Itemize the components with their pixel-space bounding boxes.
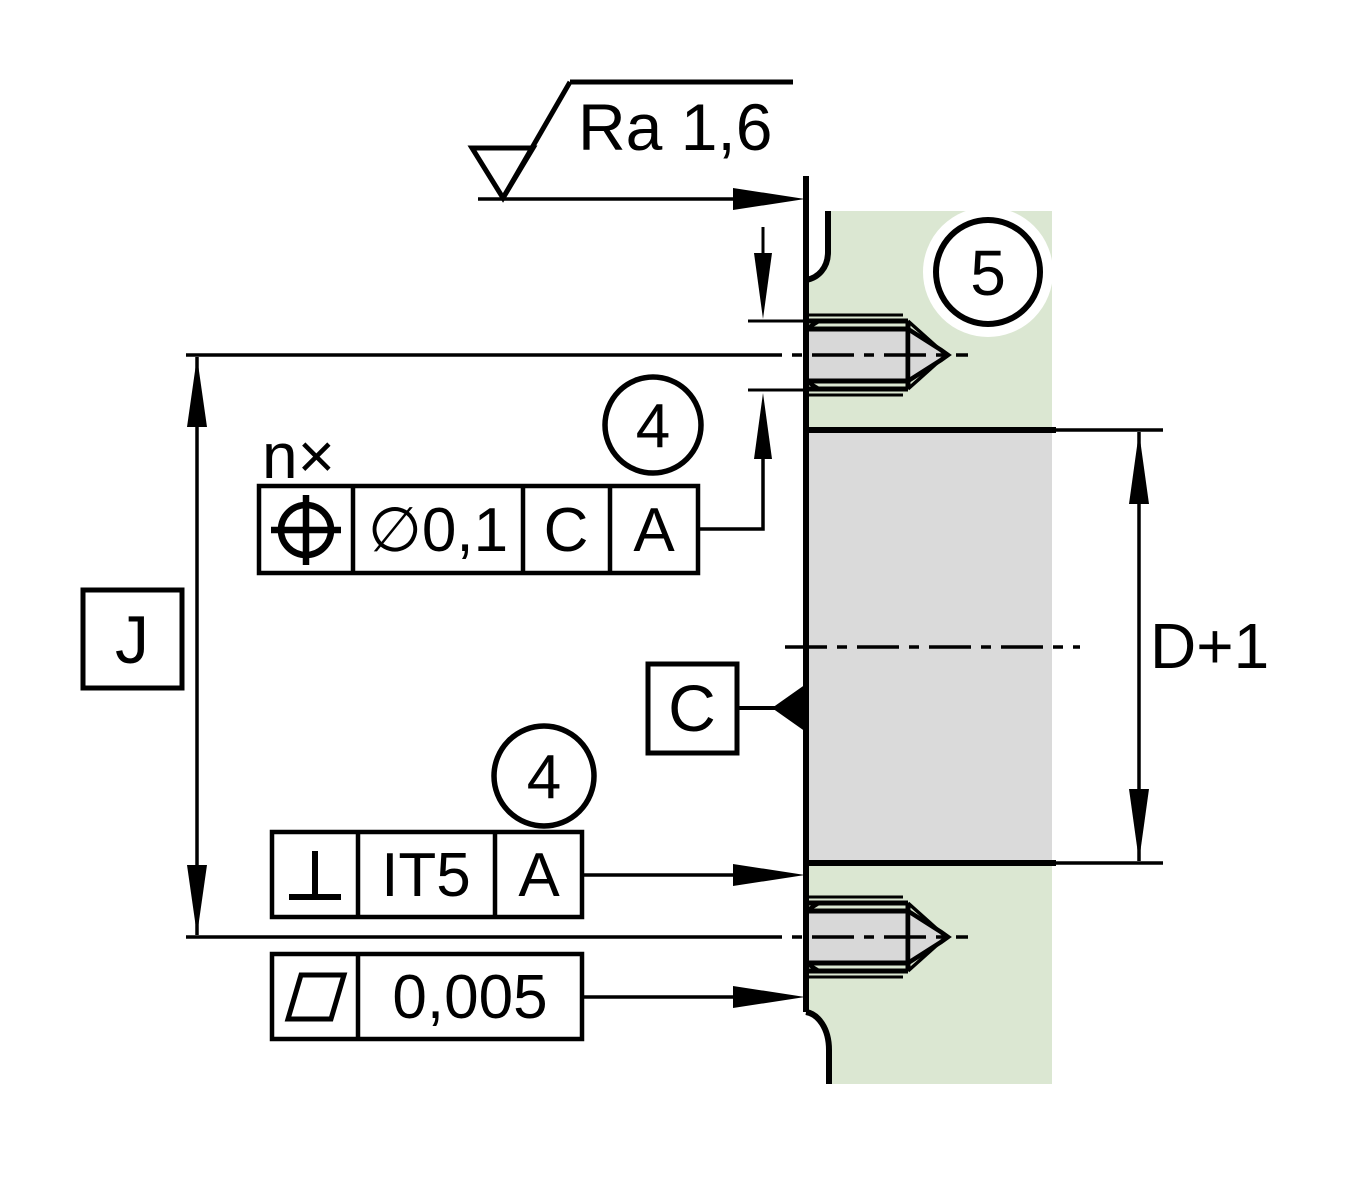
tolerance-value: 0,005 (392, 963, 547, 1032)
count-label: n× (262, 420, 335, 492)
leader-line (698, 455, 765, 531)
dimension-j: J (80, 357, 207, 935)
tolerance-value: IT5 (381, 841, 471, 910)
arrow-down-icon (187, 865, 207, 935)
datum-triangle-icon (772, 684, 806, 732)
surface-finish-icon (467, 79, 793, 203)
arrow-right-icon (733, 986, 805, 1008)
balloon-number: 4 (636, 392, 670, 461)
balloon-perpendicularity: 4 (491, 723, 597, 829)
arrow-down-icon (754, 253, 772, 319)
datum2-ref: A (633, 496, 675, 565)
balloon-number: 5 (970, 237, 1006, 309)
datum-box (645, 661, 740, 756)
surface-finish-callout: Ra 1,6 (467, 79, 805, 210)
lower-relief-groove (805, 1009, 832, 1084)
j-label: J (115, 602, 149, 678)
arrow-right-icon (733, 188, 805, 210)
upper-relief-groove (805, 211, 831, 283)
centerlines (186, 353, 1080, 939)
perpendicularity-frame: IT5 A (269, 829, 805, 920)
arrow-up-icon (1129, 432, 1149, 504)
d1-label: D+1 (1150, 610, 1269, 682)
flatness-frame: 0,005 (269, 951, 805, 1042)
arrow-up-icon (754, 393, 772, 459)
position-frame: n× ∅0,1 C A (256, 393, 772, 576)
datum1-ref: A (518, 841, 560, 910)
roughness-label: Ra 1,6 (578, 90, 772, 164)
datum-c-callout: C (645, 661, 806, 756)
arrow-right-icon (733, 864, 805, 886)
datum-label: C (668, 671, 716, 745)
position-icon (271, 495, 341, 565)
flatness-icon (284, 972, 348, 1022)
tolerance-value: ∅0,1 (368, 496, 508, 565)
datum1-ref: C (544, 496, 589, 565)
balloon-housing: 5 (923, 207, 1053, 337)
balloon-number: 4 (527, 743, 561, 812)
part-outline (803, 176, 1163, 1084)
arrow-down-icon (1129, 789, 1149, 861)
arrow-up-icon (187, 357, 207, 427)
dimension-d1: D+1 (1129, 432, 1269, 861)
thread-dimension (748, 227, 806, 392)
j-label-box (80, 587, 185, 691)
balloon-position: 4 (602, 374, 704, 476)
set-screw-top (803, 313, 952, 397)
perpendicularity-icon (289, 851, 341, 900)
